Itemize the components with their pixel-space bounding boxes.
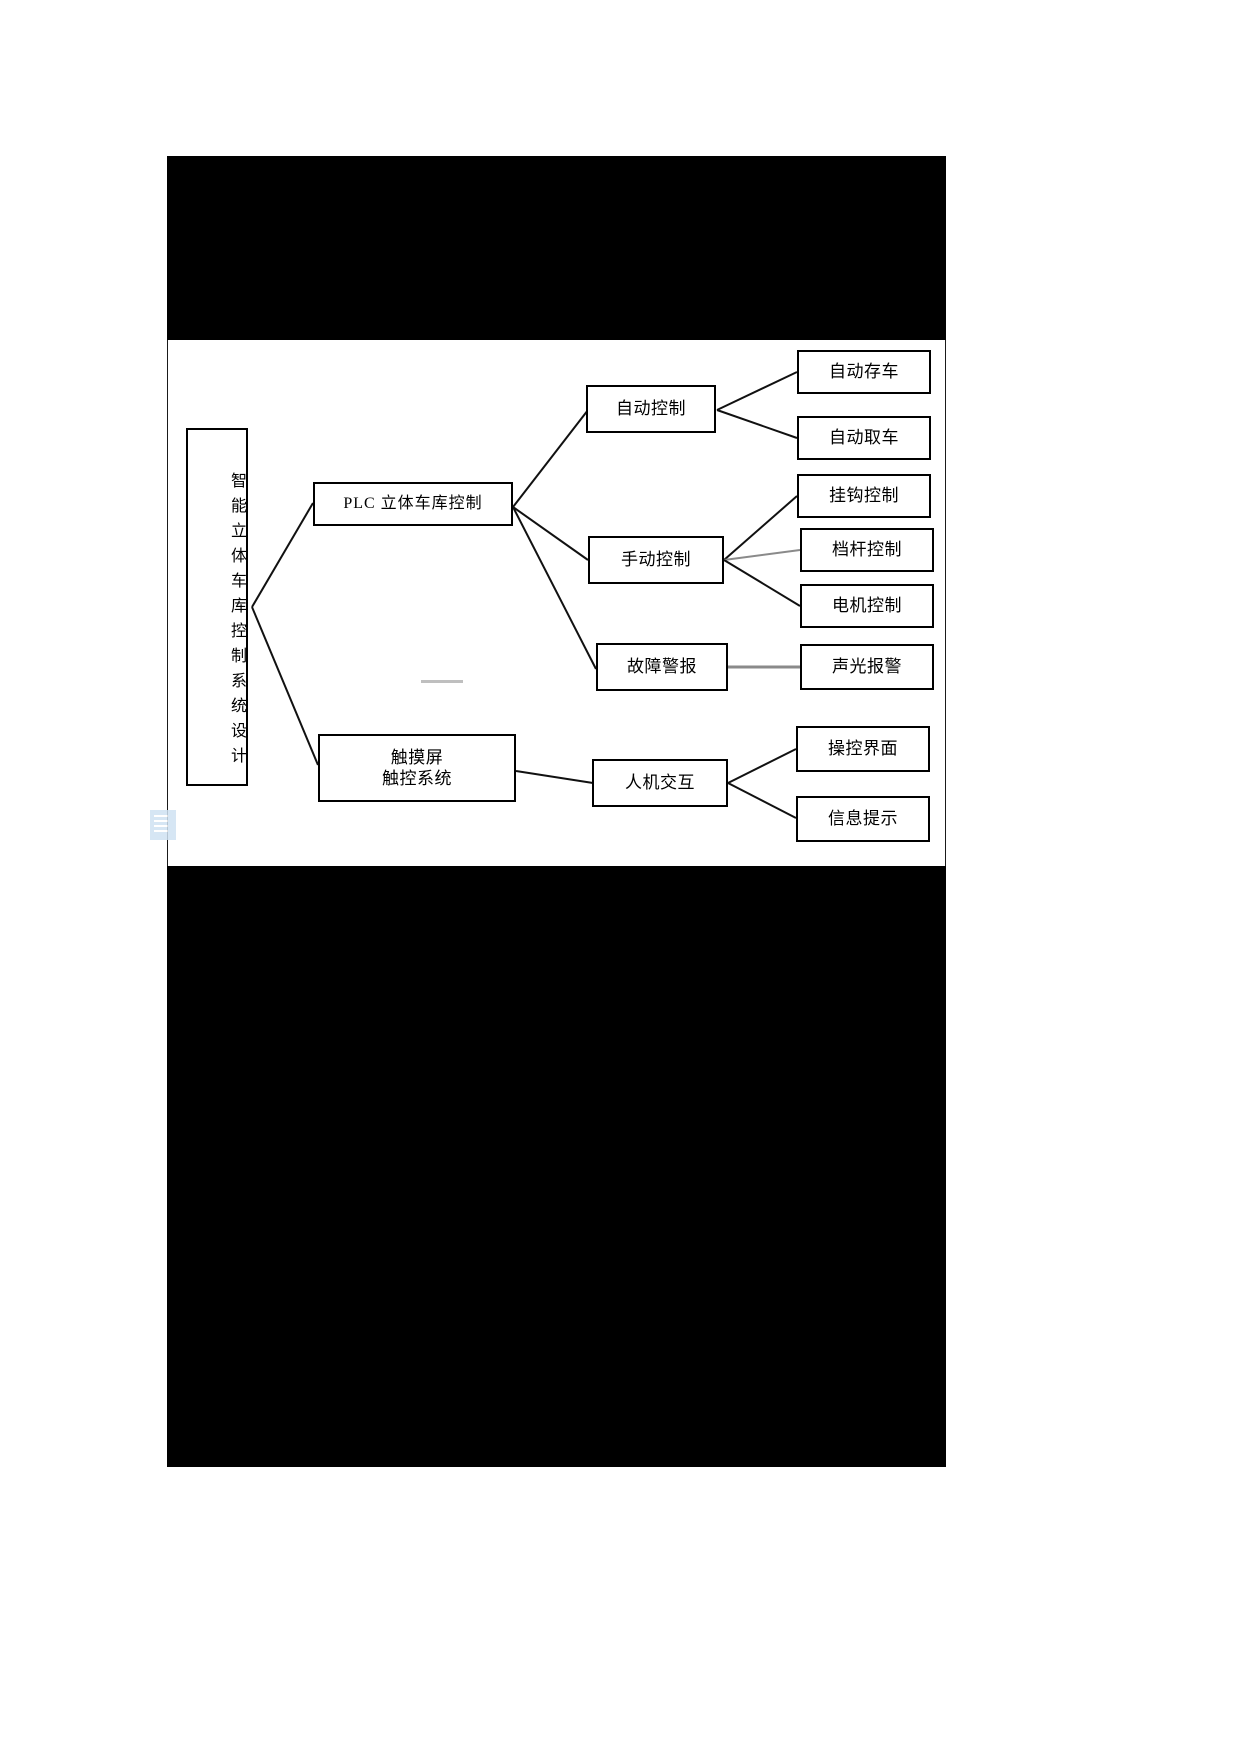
diagram-figure: 智能立体车库控制系统设计 PLC 立体车库控制 触摸屏 触控系统 自动控制 手动… [150,340,946,866]
node-operation-ui[interactable]: 操控界面 [796,726,930,772]
node-touchscreen-system[interactable]: 触摸屏 触控系统 [318,734,516,802]
node-auto-retrieve[interactable]: 自动取车 [797,416,931,460]
redaction-mask-top [167,156,946,340]
connector-lines [251,371,801,819]
node-auto-control[interactable]: 自动控制 [586,385,716,433]
scan-artefact [421,680,463,683]
node-barrier-control[interactable]: 档杆控制 [800,528,934,572]
redaction-mask-bottom [167,866,946,1467]
node-fault-alarm[interactable]: 故障警报 [596,643,728,691]
node-motor-control[interactable]: 电机控制 [800,584,934,628]
node-hook-control[interactable]: 挂钩控制 [797,474,931,518]
node-auto-store[interactable]: 自动存车 [797,350,931,394]
node-hmi[interactable]: 人机交互 [592,759,728,807]
node-plc-control[interactable]: PLC 立体车库控制 [313,482,513,526]
node-audible-alarm[interactable]: 声光报警 [800,644,934,690]
watermark-icon [150,810,176,840]
node-root[interactable]: 智能立体车库控制系统设计 [186,428,248,786]
node-manual-control[interactable]: 手动控制 [588,536,724,584]
node-info-prompt[interactable]: 信息提示 [796,796,930,842]
